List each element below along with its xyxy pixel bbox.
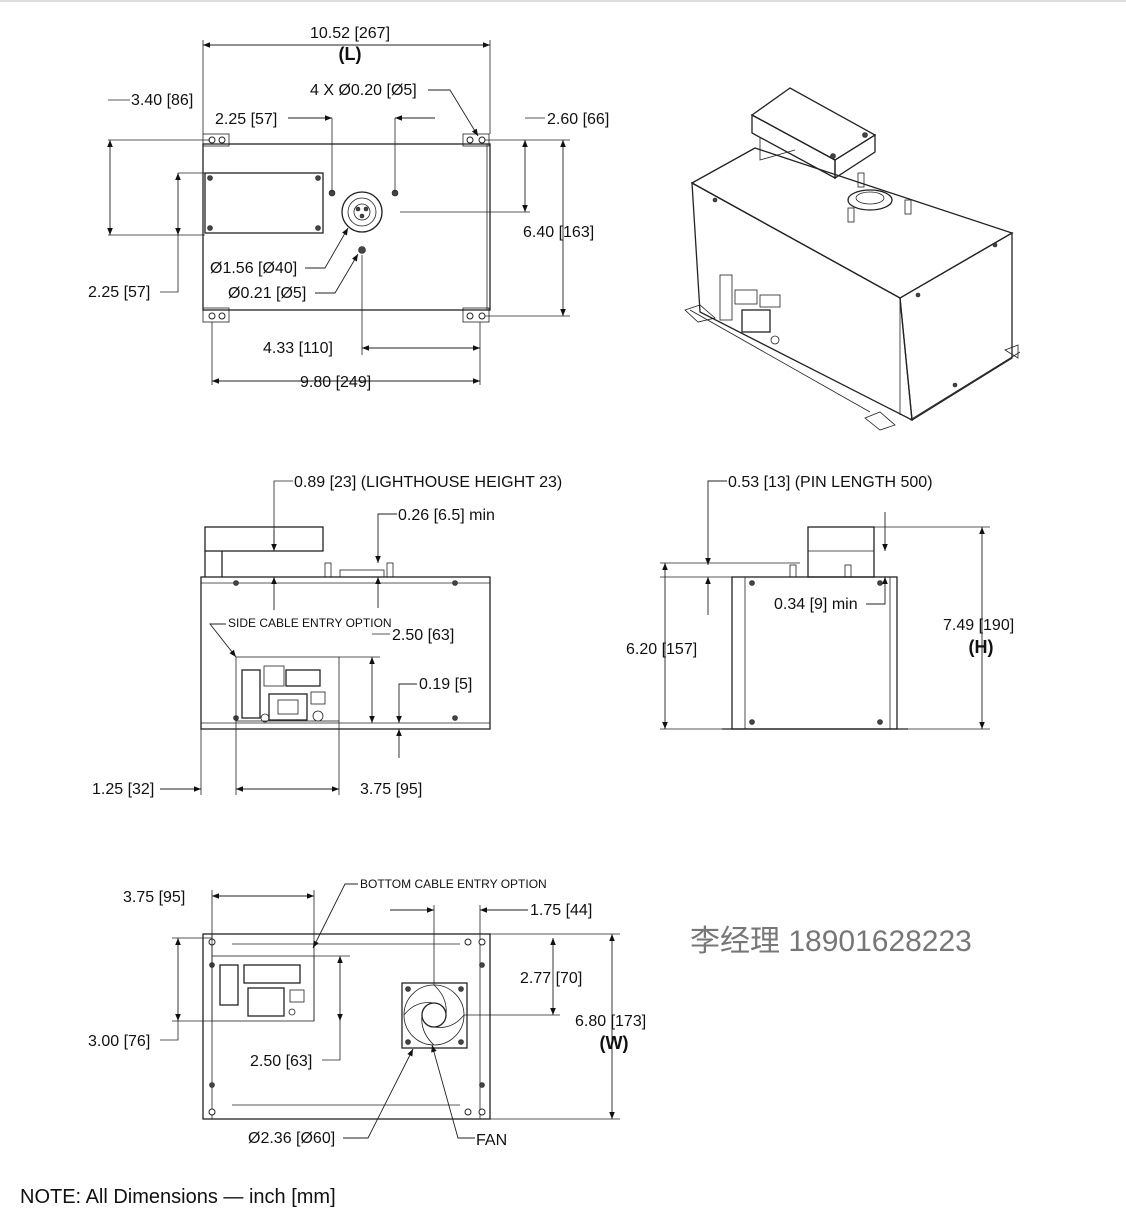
side-dim-0-19: 0.19 [5] [419, 676, 472, 693]
end-pin-length: 0.53 [13] (PIN LENGTH 500) [728, 474, 933, 491]
top-view-body [202, 143, 491, 311]
top-lighthouse-dia: Ø1.56 [Ø40] [210, 260, 297, 277]
bottom-view-body [202, 933, 491, 1120]
side-view: 0.89 [23] (LIGHTHOUSE HEIGHT 23) 0.26 [6… [92, 474, 562, 798]
top-dim-2-25-left: 2.25 [57] [88, 284, 150, 301]
bottom-view: 3.75 [95] BOTTOM CABLE ENTRY OPTION 1.75… [88, 877, 646, 1149]
top-dim-3-40: 3.40 [86] [131, 92, 193, 109]
side-cable-entry: SIDE CABLE ENTRY OPTION [228, 616, 392, 630]
side-lighthouse-height: 0.89 [23] (LIGHTHOUSE HEIGHT 23) [294, 474, 562, 491]
end-height-label: (H) [969, 637, 994, 657]
top-dim-9-80: 9.80 [249] [300, 374, 371, 391]
side-view-body [200, 576, 491, 730]
side-dim-2-50: 2.50 [63] [392, 627, 454, 644]
top-length-label: (L) [339, 44, 362, 64]
bottom-dim-2-77: 2.77 [70] [520, 970, 582, 987]
end-dim-6-20: 6.20 [157] [626, 641, 697, 658]
note-text: NOTE: All Dimensions — inch [mm] [20, 1186, 336, 1208]
top-view-pin [358, 246, 366, 254]
iso-lighthouse [847, 189, 893, 211]
top-holes-dim: 4 X Ø0.20 [Ø5] [310, 82, 417, 99]
top-view: 10.52 [267] (L) 4 X Ø0.20 [Ø5] 3.40 [86]… [88, 25, 609, 391]
bottom-fan-label: FAN [476, 1132, 507, 1149]
bottom-dim-3-00: 3.00 [76] [88, 1033, 150, 1050]
top-dim-2-60: 2.60 [66] [547, 111, 609, 128]
bottom-dim-1-75: 1.75 [44] [530, 902, 592, 919]
end-height-dim: 7.49 [190] [943, 617, 1014, 634]
top-dim-6-40: 6.40 [163] [523, 224, 594, 241]
bottom-dim-3-75: 3.75 [95] [123, 889, 185, 906]
bottom-cable-entry: BOTTOM CABLE ENTRY OPTION [360, 877, 547, 891]
side-min-0-26: 0.26 [6.5] min [398, 507, 495, 524]
top-dim-2-25-top: 2.25 [57] [215, 111, 277, 128]
bottom-fan-dia: Ø2.36 [Ø60] [248, 1130, 335, 1147]
top-length-dim: 10.52 [267] [310, 25, 390, 42]
bottom-width-label: (W) [600, 1033, 629, 1053]
top-view-lighthouse [341, 191, 383, 233]
top-view-cover-plate [204, 172, 324, 234]
bottom-dim-2-50: 2.50 [63] [250, 1053, 312, 1070]
end-view: 0.53 [13] (PIN LENGTH 500) 0.34 [9] min … [626, 474, 1014, 730]
end-min-0-34: 0.34 [9] min [774, 596, 858, 613]
isometric-view [684, 87, 1021, 431]
bottom-fan [401, 982, 468, 1049]
side-dim-3-75: 3.75 [95] [360, 781, 422, 798]
bottom-width-dim: 6.80 [173] [575, 1013, 646, 1030]
contact-text: 李经理 18901628223 [690, 925, 972, 958]
top-dim-4-33: 4.33 [110] [263, 340, 333, 357]
side-dim-1-25: 1.25 [32] [92, 781, 154, 798]
top-pin-dia: Ø0.21 [Ø5] [228, 285, 306, 302]
